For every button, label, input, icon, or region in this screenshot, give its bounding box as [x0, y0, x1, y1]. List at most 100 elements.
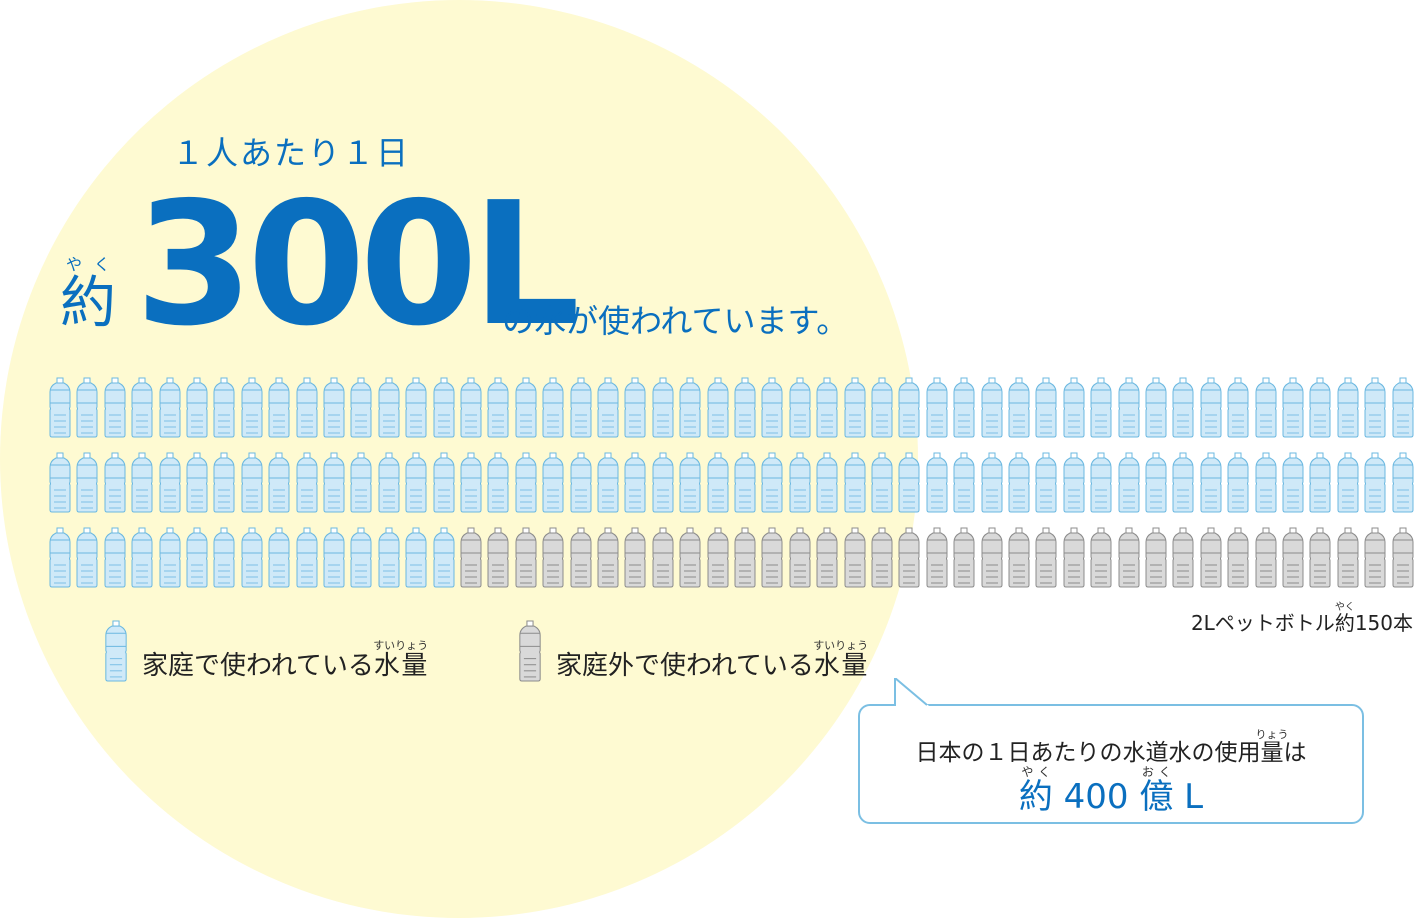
- bottle-household: [186, 527, 208, 588]
- legend-other: 家庭外で使われている水量すいりょう: [518, 620, 868, 682]
- bottle-household: [1282, 377, 1304, 438]
- bottle-household: [186, 452, 208, 513]
- bottle-household: [570, 377, 592, 438]
- bottle-household: [241, 452, 263, 513]
- bottle-other: [1392, 527, 1414, 588]
- bottle-household: [76, 377, 98, 438]
- headline-suffix: の水が使われています。: [502, 302, 849, 340]
- bottle-household: [131, 452, 153, 513]
- bottle-household: [1309, 452, 1331, 513]
- bottle-household: [433, 452, 455, 513]
- bottle-other: [871, 527, 893, 588]
- bottle-household: [1364, 452, 1386, 513]
- bottle-household: [871, 377, 893, 438]
- bottle-household: [159, 452, 181, 513]
- bottle-household: [268, 527, 290, 588]
- bottle-household: [1090, 452, 1112, 513]
- bottle-icon-household: [105, 620, 127, 682]
- bottle-household: [652, 377, 674, 438]
- bottle-household: [487, 452, 509, 513]
- bottle-household: [405, 527, 427, 588]
- amount-300l: 300L: [135, 166, 580, 364]
- bottle-household: [1008, 377, 1030, 438]
- bottle-household: [597, 452, 619, 513]
- bottle-household: [460, 452, 482, 513]
- bottle-household: [1172, 377, 1194, 438]
- bottle-household: [350, 452, 372, 513]
- bottle-household: [323, 527, 345, 588]
- bottle-household: [76, 527, 98, 588]
- bottle-other: [1255, 527, 1277, 588]
- bottle-other: [1282, 527, 1304, 588]
- bottle-count-label: 2Lペットボトル約やく150本: [1190, 602, 1413, 635]
- legend-household: 家庭で使われている水量すいりょう: [104, 620, 428, 682]
- bottle-household: [734, 452, 756, 513]
- bottle-household: [652, 452, 674, 513]
- bottle-household: [981, 452, 1003, 513]
- bottle-household: [734, 377, 756, 438]
- bottle-household: [515, 377, 537, 438]
- bottle-household: [515, 452, 537, 513]
- bottle-other: [1035, 527, 1057, 588]
- bottle-household: [296, 527, 318, 588]
- bottle-other: [1145, 527, 1167, 588]
- bottle-household: [1008, 452, 1030, 513]
- callout-line1: 日本の１日あたりの水道水の使用量りょうは: [915, 728, 1307, 766]
- bottle-household: [213, 527, 235, 588]
- bottle-other: [707, 527, 729, 588]
- bottle-household: [542, 377, 564, 438]
- bottle-other: [624, 527, 646, 588]
- bottle-household: [49, 527, 71, 588]
- bottle-household: [1172, 452, 1194, 513]
- bottle-household: [213, 452, 235, 513]
- bottle-household: [844, 452, 866, 513]
- bottle-household: [707, 377, 729, 438]
- bottle-household: [624, 452, 646, 513]
- bottle-household: [104, 377, 126, 438]
- bottle-household: [433, 527, 455, 588]
- bottle-household: [597, 377, 619, 438]
- bottle-other: [1118, 527, 1140, 588]
- bottle-household: [953, 377, 975, 438]
- bottle-household: [49, 452, 71, 513]
- bottle-household: [1063, 452, 1085, 513]
- bottle-household: [159, 527, 181, 588]
- callout-pointer: [894, 678, 929, 706]
- bottle-other: [1172, 527, 1194, 588]
- bottle-household: [570, 452, 592, 513]
- bottle-household: [1200, 377, 1222, 438]
- bottle-household: [268, 377, 290, 438]
- bottle-household: [323, 377, 345, 438]
- bottle-other: [1063, 527, 1085, 588]
- bottle-household: [844, 377, 866, 438]
- bottle-household: [1309, 377, 1331, 438]
- bottle-other: [515, 527, 537, 588]
- bottle-household: [378, 452, 400, 513]
- bottle-other: [1227, 527, 1249, 588]
- bottle-household: [871, 452, 893, 513]
- bottle-other: [542, 527, 564, 588]
- bottle-household: [131, 527, 153, 588]
- bottle-household: [624, 377, 646, 438]
- bottle-other: [981, 527, 1003, 588]
- bottle-household: [542, 452, 564, 513]
- bottle-household: [104, 452, 126, 513]
- bottle-household: [213, 377, 235, 438]
- national-usage-callout: 日本の１日あたりの水道水の使用量りょうは 約やく 400 億おく L: [858, 704, 1364, 824]
- bottle-household: [1392, 377, 1414, 438]
- bottle-household: [378, 527, 400, 588]
- bottle-other: [898, 527, 920, 588]
- bottle-other: [460, 527, 482, 588]
- bottle-household: [1364, 377, 1386, 438]
- bottle-household: [1200, 452, 1222, 513]
- bottle-household: [405, 377, 427, 438]
- bottle-household: [296, 452, 318, 513]
- bottle-other: [487, 527, 509, 588]
- bottle-household: [981, 377, 1003, 438]
- bottle-household: [1282, 452, 1304, 513]
- bottle-household: [323, 452, 345, 513]
- bottle-other: [1090, 527, 1112, 588]
- bottle-household: [1392, 452, 1414, 513]
- bottle-household: [76, 452, 98, 513]
- bottle-household: [707, 452, 729, 513]
